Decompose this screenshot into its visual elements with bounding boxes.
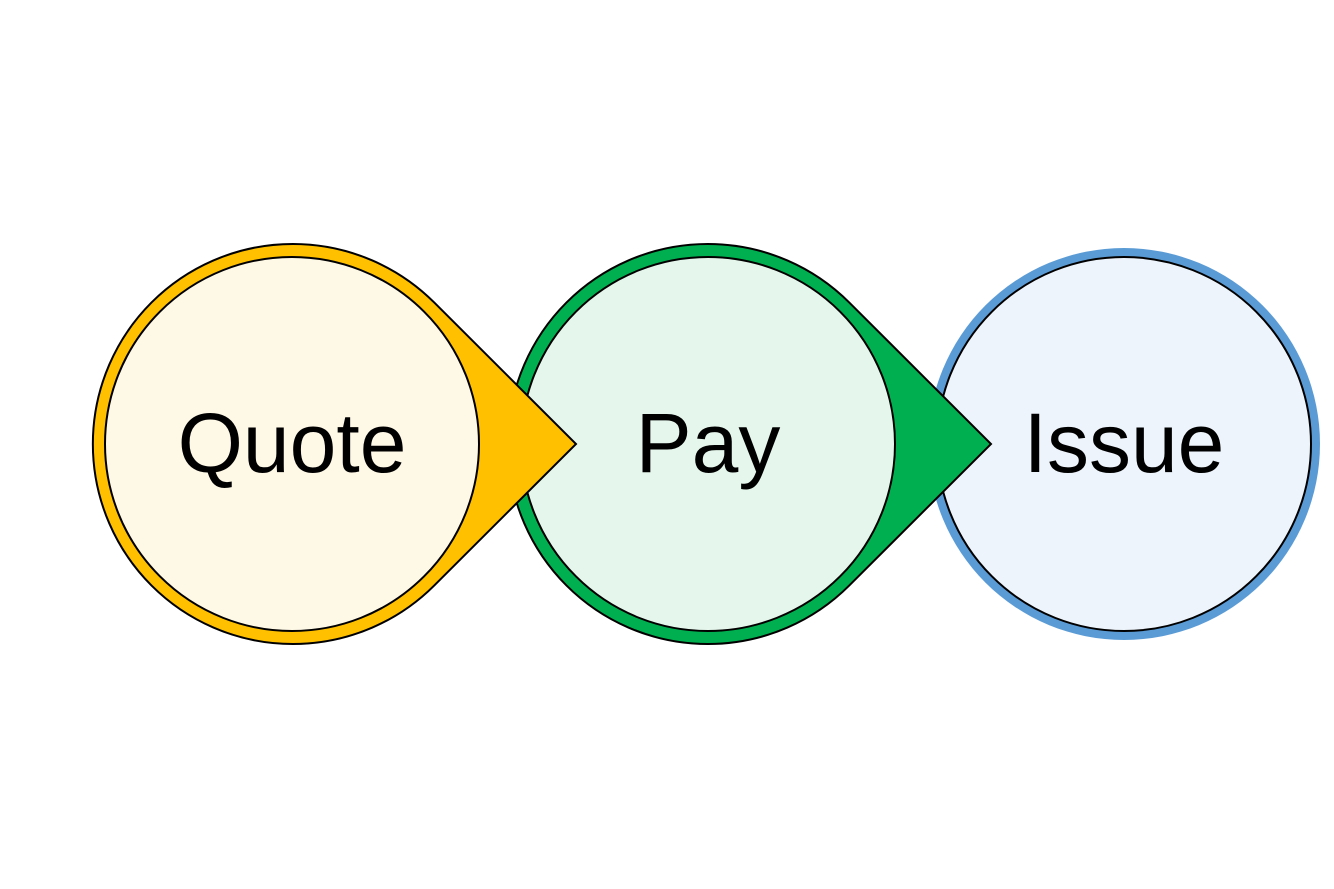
- step-pay: Pay: [506, 243, 993, 645]
- step-quote: Quote: [91, 243, 578, 645]
- step-issue: Issue: [928, 248, 1320, 640]
- step-quote-label: Quote: [178, 396, 407, 490]
- step-pay-label: Pay: [636, 396, 781, 490]
- step-quote-disc: [104, 256, 480, 632]
- step-issue-label: Issue: [1024, 396, 1225, 490]
